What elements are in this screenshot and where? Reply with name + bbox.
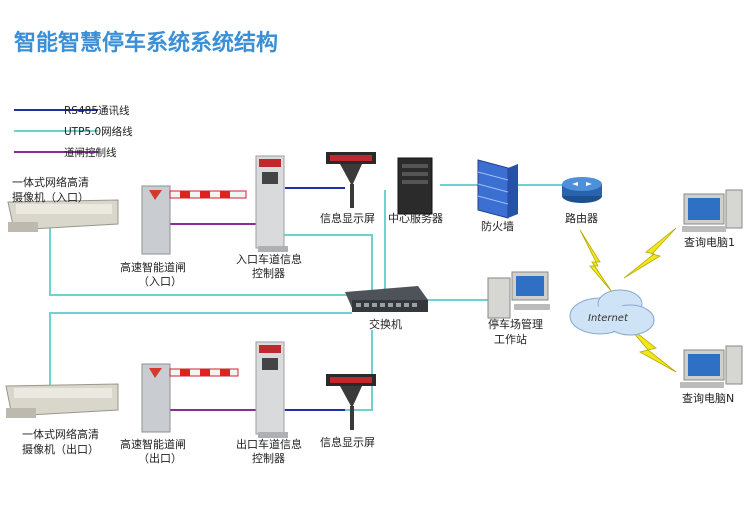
label-router: 路由器 <box>565 211 598 225</box>
link-ctrl-out-switch <box>280 330 373 411</box>
warning-icon <box>149 368 162 378</box>
firewall <box>477 159 518 219</box>
label-pcn: 查询电脑N <box>682 391 734 405</box>
link-camera-out-switch <box>49 312 352 385</box>
legend-label-rs485: RS485通讯线 <box>64 104 130 117</box>
legend: RS485通讯线 UTP5.0网络线 道闸控制线 <box>14 104 133 159</box>
label-internet: Internet <box>588 313 629 324</box>
label-camera-exit-2: 摄像机（出口） <box>22 442 99 456</box>
label-display-entrance: 信息显示屏 <box>320 211 375 225</box>
lightning-internet-pc1 <box>623 227 677 279</box>
label-ctrl-entrance-1: 入口车道信息 <box>236 252 302 266</box>
internet-cloud <box>569 289 655 336</box>
connections <box>49 184 562 411</box>
label-camera-entrance-2: 摄像机（入口） <box>12 190 89 204</box>
label-ctrl-exit-2: 控制器 <box>252 451 285 465</box>
network-switch <box>345 286 428 312</box>
lane-controller-entrance <box>255 155 288 252</box>
label-gate-entrance-1: 高速智能道闸 <box>120 260 186 274</box>
label-server: 中心服务器 <box>388 212 443 225</box>
camera-entrance <box>7 199 119 232</box>
label-camera-exit-1: 一体式网络高清 <box>22 427 99 441</box>
label-gate-exit-2: （出口） <box>138 451 182 465</box>
central-server <box>397 157 433 215</box>
barrier-gate-entrance <box>141 185 247 255</box>
label-ctrl-entrance-2: 控制器 <box>252 266 285 280</box>
wireless-links <box>579 227 677 373</box>
label-workstation-2: 工作站 <box>494 332 527 346</box>
camera-icon <box>8 222 38 232</box>
lane-controller-exit <box>255 341 288 438</box>
query-pc-n <box>680 345 743 388</box>
warning-icon <box>149 190 162 200</box>
lightning-router-internet <box>579 229 613 293</box>
label-camera-entrance-1: 一体式网络高清 <box>12 175 89 189</box>
link-ctrl-in-switch <box>280 234 373 290</box>
legend-label-utp: UTP5.0网络线 <box>64 125 133 138</box>
label-gate-exit-1: 高速智能道闸 <box>120 437 186 451</box>
router <box>562 177 602 203</box>
label-ctrl-exit-1: 出口车道信息 <box>236 437 302 451</box>
barrier-gate-exit <box>141 363 239 433</box>
lightning-internet-pcn <box>627 325 677 373</box>
info-display-entrance <box>326 152 376 208</box>
link-camera-in-switch <box>49 226 352 296</box>
camera-icon <box>6 408 36 418</box>
info-display-exit <box>326 374 376 430</box>
label-workstation-1: 停车场管理 <box>488 317 543 331</box>
label-switch: 交换机 <box>369 317 402 331</box>
device-labels: 一体式网络高清 摄像机（入口） 一体式网络高清 摄像机（出口） 高速智能道闸 （… <box>12 175 735 465</box>
legend-label-gate: 道闸控制线 <box>64 146 117 159</box>
label-pc1: 查询电脑1 <box>684 235 735 249</box>
camera-exit <box>5 383 119 418</box>
query-pc-1 <box>682 189 743 232</box>
label-gate-entrance-2: （入口） <box>138 275 182 288</box>
label-firewall: 防火墙 <box>481 219 514 233</box>
page-title: 智能智慧停车系统系统结构 <box>14 30 278 56</box>
label-display-exit: 信息显示屏 <box>320 435 375 449</box>
management-workstation <box>487 271 550 319</box>
